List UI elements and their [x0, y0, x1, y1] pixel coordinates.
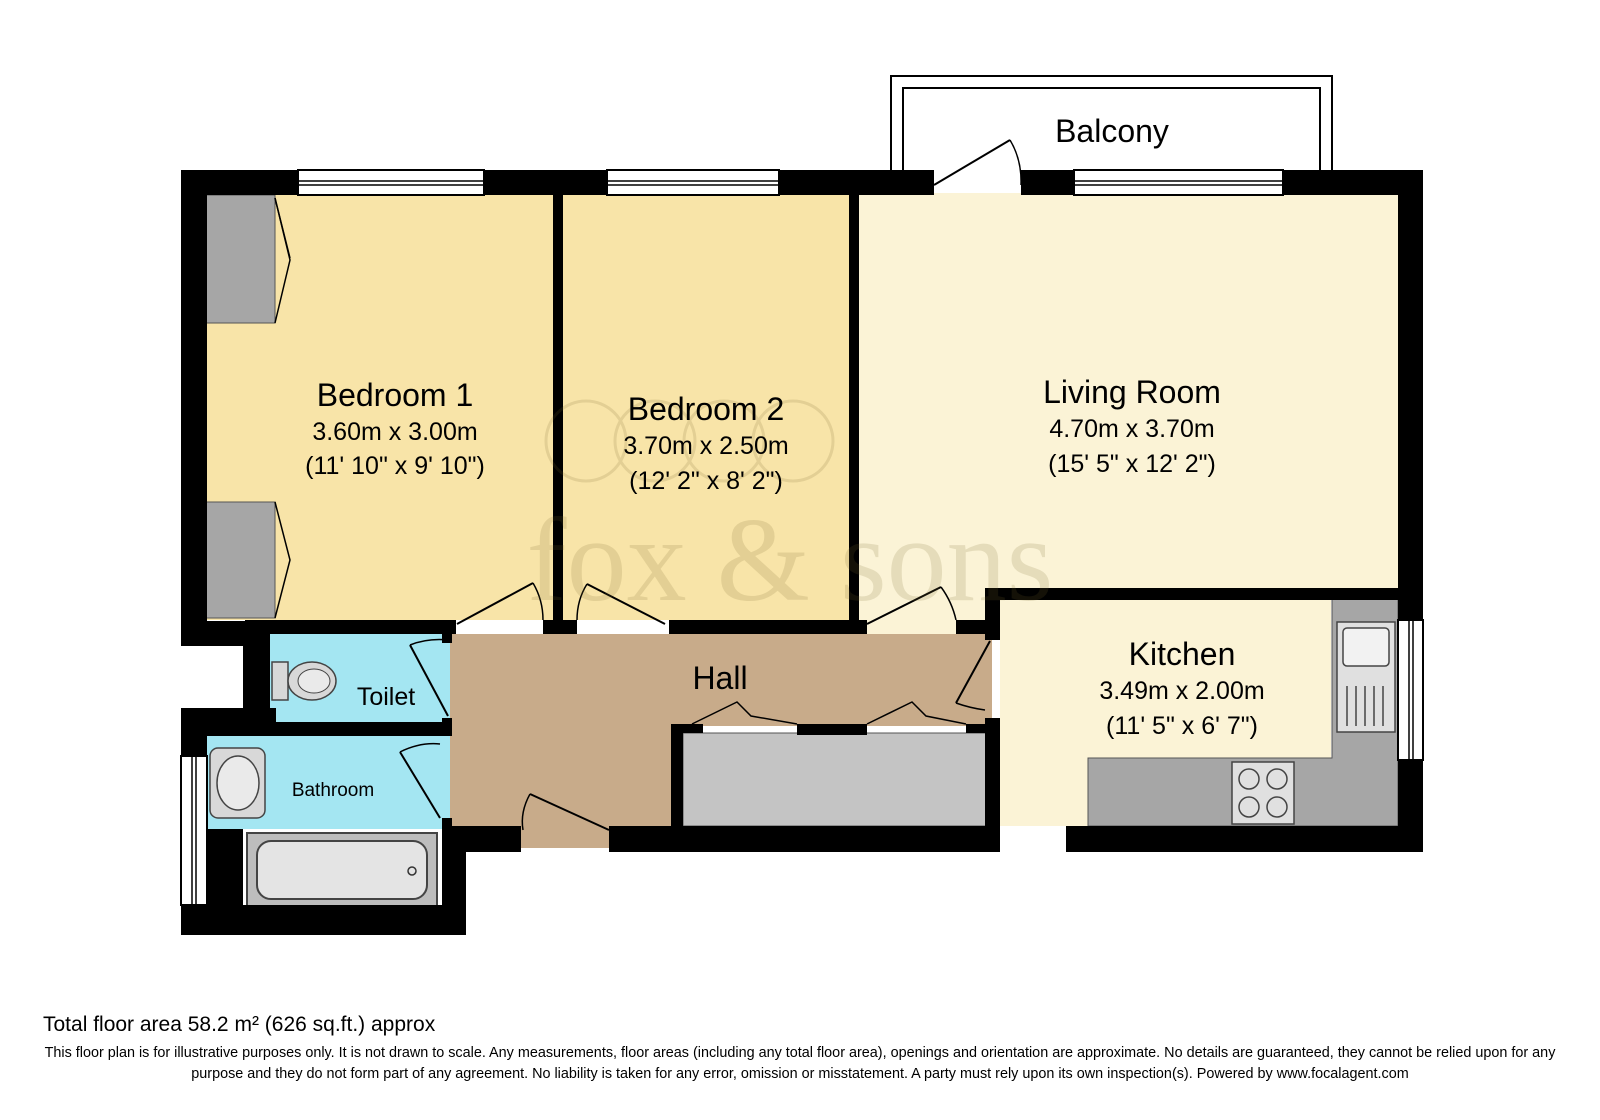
hall-name: Hall	[692, 660, 747, 696]
kitchen-metric: 3.49m x 2.00m	[1099, 677, 1264, 705]
balcony	[890, 75, 1333, 170]
bedroom-2-metric: 3.70m x 2.50m	[623, 432, 788, 460]
hall-cupboard	[682, 732, 987, 827]
window-bedroom-1	[297, 169, 485, 196]
bedroom-2-floor	[563, 193, 849, 620]
kitchen-name: Kitchen	[1129, 636, 1236, 672]
walls	[181, 170, 1423, 935]
hall-floor-lower	[449, 726, 671, 826]
bedroom-2-name: Bedroom 2	[628, 391, 785, 427]
kitchen-imperial: (11' 5" x 6' 7")	[1106, 712, 1258, 740]
disclaimer-text: This floor plan is for illustrative purp…	[44, 1045, 1556, 1082]
watermark: fox & sons	[527, 399, 1054, 626]
bathroom-name: Bathroom	[292, 780, 374, 801]
window-bedroom-2	[606, 169, 780, 196]
wc-icon	[271, 661, 337, 701]
total-floor-area: Total floor area 58.2 m² (626 sq.ft.) ap…	[43, 1013, 436, 1036]
basin-icon	[209, 747, 266, 819]
living-room-floor	[859, 193, 1398, 594]
watermark-text: fox & sons	[527, 493, 1054, 626]
door-recess-floor	[521, 826, 609, 848]
sink-icon	[1336, 621, 1396, 733]
bath-tub	[246, 832, 438, 908]
window-bathroom	[180, 755, 208, 906]
wardrobe-bottom	[204, 501, 276, 619]
living-room-imperial: (15' 5" x 12' 2")	[1048, 450, 1216, 478]
wardrobe-top	[204, 194, 276, 324]
bedroom-1-imperial: (11' 10" x 9' 10")	[305, 452, 485, 480]
hob-icon	[1231, 761, 1295, 825]
doors	[274, 139, 1022, 831]
bedroom-1-name: Bedroom 1	[317, 377, 474, 413]
living-room-metric: 4.70m x 3.70m	[1049, 415, 1214, 443]
living-room-name: Living Room	[1043, 374, 1221, 410]
window-living-room	[1073, 169, 1284, 196]
bedroom-2-imperial: (12' 2" x 8' 2")	[629, 467, 783, 495]
toilet-name: Toilet	[357, 683, 415, 711]
window-kitchen	[1397, 619, 1424, 761]
bedroom-1-metric: 3.60m x 3.00m	[312, 418, 477, 446]
balcony-label: Balcony	[1055, 113, 1169, 149]
